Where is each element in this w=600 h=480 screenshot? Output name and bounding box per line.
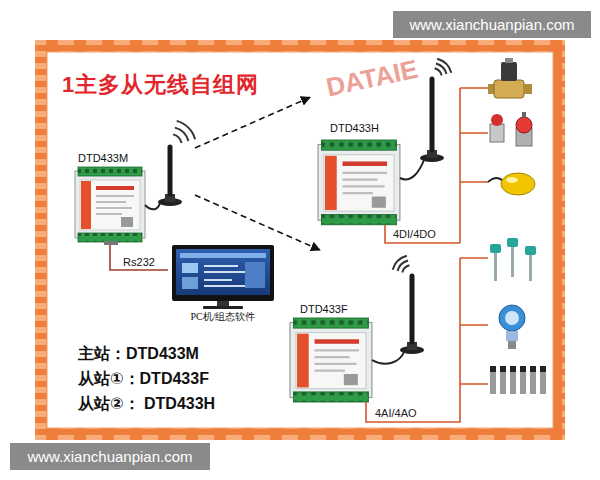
serial-cable: [110, 245, 168, 270]
pressure-transmitter-icon: [499, 305, 525, 349]
io-wiring: [385, 88, 488, 243]
device-name: PC机/组态软件: [168, 311, 278, 323]
io-wiring: [366, 258, 488, 422]
pc-monitor-art: [172, 245, 274, 309]
wireless-link: [195, 195, 320, 250]
device-name: DTD433H: [330, 122, 379, 135]
diagram-title: 1主多从无线自组网: [62, 70, 259, 100]
edge-label: Rs232: [121, 256, 157, 268]
temperature-probe-icon: [490, 238, 536, 281]
wireless-link: [195, 97, 310, 148]
device-name: DTD433M: [78, 152, 128, 165]
device-name: DTD433F: [300, 303, 348, 316]
slave-device: DTD433F: [285, 250, 435, 410]
push-button-icon: [490, 112, 532, 146]
master-device-art: [75, 121, 195, 245]
solenoid-valve-icon: [488, 58, 532, 98]
pc-station: PC机/组态软件: [168, 243, 278, 328]
watermark-url: www.xianchuanpian.com: [10, 443, 210, 470]
slave-f-device-art: [290, 256, 424, 402]
panel: [47, 52, 553, 428]
master-device: DTD433M: [70, 140, 195, 245]
pressure-sensor-icon: [490, 366, 546, 394]
legend-text: 主站：DTD433M: [78, 344, 199, 363]
frame: [35, 40, 565, 440]
signal-label: 4AI/4AO: [374, 407, 418, 419]
legend-text: 从站②： DTD433H: [78, 394, 215, 413]
legend-text: 从站①：DTD433F: [78, 369, 209, 388]
watermark-url: www.xianchuanpian.com: [393, 11, 591, 38]
signal-label: 4DI/4DO: [392, 228, 437, 240]
slave-device: DTD433H: [310, 62, 445, 230]
float-switch-icon: [488, 173, 535, 195]
